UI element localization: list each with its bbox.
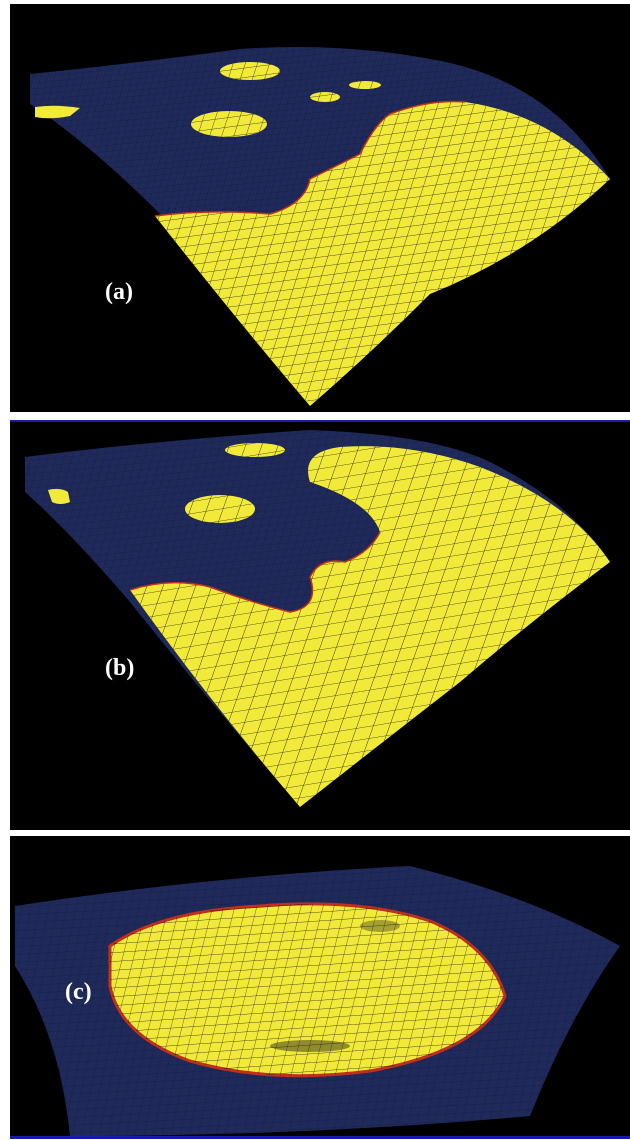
mesh-render-b bbox=[25, 430, 610, 807]
panel-label-a: (a) bbox=[105, 279, 133, 305]
panel-label-b: (b) bbox=[105, 655, 135, 681]
yellow-island bbox=[48, 488, 70, 504]
yellow-island bbox=[35, 105, 80, 119]
mesh-panel-c: (c) bbox=[10, 836, 630, 1139]
mesh-panel-a: (a) bbox=[10, 4, 630, 412]
mesh-render-a bbox=[30, 46, 610, 406]
mesh-render-c bbox=[15, 866, 620, 1136]
mesh-panel-b: (b) bbox=[10, 420, 630, 830]
panel-label-c: (c) bbox=[65, 979, 92, 1005]
